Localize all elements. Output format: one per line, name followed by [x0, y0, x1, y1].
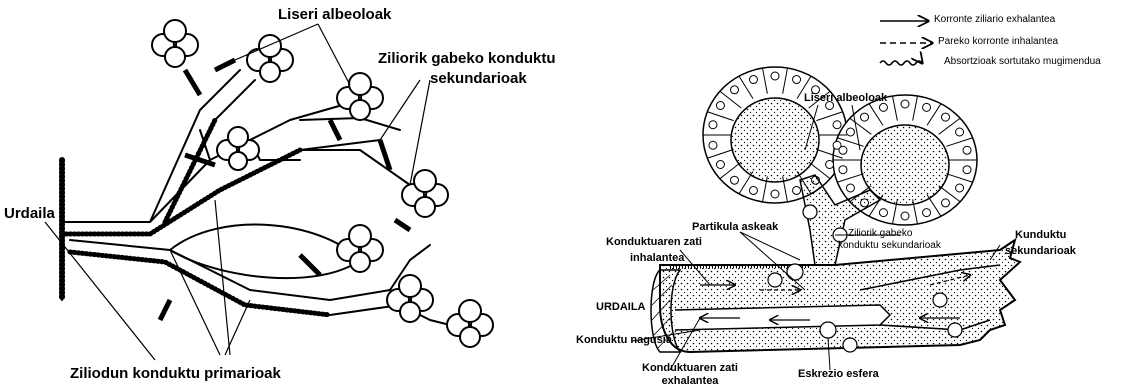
- cell-nucleus: [879, 209, 887, 217]
- cell-nucleus: [826, 161, 834, 169]
- label-urdaila-left: Urdaila: [4, 205, 55, 222]
- label-partikula-askeak: Partikula askeak: [692, 221, 778, 233]
- cell-nucleus: [879, 103, 887, 111]
- alveoli-cluster: [217, 127, 259, 170]
- cell-nucleus: [901, 100, 909, 108]
- cell-nucleus: [839, 166, 847, 174]
- cell-nucleus: [861, 113, 869, 121]
- label-liseri-albeoloak-left: Liseri albeoloak: [278, 6, 391, 23]
- cell-nucleus: [771, 190, 779, 198]
- legend-label-wavy: Absortzioak sortutako mugimendua: [944, 56, 1101, 67]
- label-exhalantea: Konduktuaren zati exhalantea: [635, 362, 745, 388]
- cell-nucleus: [793, 76, 801, 84]
- label-exhalantea-line1: Konduktuaren zati: [635, 362, 745, 375]
- left-diagram-panel: Liseri albeoloak Ziliorik gabeko kondukt…: [0, 0, 560, 387]
- cell-nucleus: [963, 146, 971, 154]
- alveoli-cluster: [337, 73, 383, 120]
- cell-nucleus: [901, 212, 909, 220]
- label-ziliorik-line2-right: konduktu sekundarioak: [838, 240, 941, 251]
- cell-nucleus: [709, 141, 717, 149]
- cell-nucleus: [956, 128, 964, 136]
- cell-nucleus: [941, 113, 949, 121]
- cell-nucleus: [963, 166, 971, 174]
- cell-nucleus: [941, 199, 949, 207]
- main-duct: [660, 240, 1020, 352]
- cell-nucleus: [716, 102, 724, 110]
- label-eskrezio-esfera: Eskrezio esfera: [798, 368, 879, 380]
- excretion-sphere: [820, 322, 836, 338]
- alveoli-cluster: [387, 275, 433, 322]
- alveoli-cluster: [402, 170, 448, 217]
- cell-nucleus: [839, 146, 847, 154]
- cell-nucleus: [833, 121, 841, 129]
- cell-nucleus: [731, 176, 739, 184]
- cell-nucleus: [846, 184, 854, 192]
- cell-nucleus: [749, 186, 757, 194]
- cell-nucleus: [731, 86, 739, 94]
- alveoli-cluster: [247, 35, 293, 82]
- label-liseri-albeoloak-right: Liseri albeoloak: [804, 92, 887, 104]
- cell-nucleus: [956, 184, 964, 192]
- label-ziliorik-line1-left: Ziliorik gabeko konduktu: [378, 50, 556, 67]
- primary-duct: [62, 100, 360, 222]
- cell-nucleus: [923, 103, 931, 111]
- label-ziliodun-konduktu: Ziliodun konduktu primarioak: [70, 365, 281, 382]
- cell-nucleus: [923, 209, 931, 217]
- label-exhalantea-line2: exhalantea: [635, 375, 745, 388]
- label-konduktu-nagusia: Konduktu nagusia: [576, 334, 672, 346]
- cell-nucleus: [771, 72, 779, 80]
- legend-label-solid: Korronte ziliario exhalantea: [934, 14, 1055, 25]
- alveoli-cluster: [447, 300, 493, 347]
- alveoli-cluster: [337, 225, 383, 272]
- label-ziliorik-line1-right: Ziliorik gabeko: [848, 228, 912, 239]
- cell-nucleus: [716, 161, 724, 169]
- label-urdaila-right: URDAILA: [596, 301, 646, 313]
- cell-nucleus: [709, 121, 717, 129]
- label-kunduktu-line1: Kunduktu: [1015, 229, 1066, 241]
- legend-wavy-arrow: [880, 61, 922, 65]
- cell-nucleus: [749, 76, 757, 84]
- cell-nucleus: [846, 128, 854, 136]
- label-inhalantea-line2: inhalantea: [630, 252, 684, 264]
- right-diagram-panel: Korronte ziliario exhalantea Pareko korr…: [560, 0, 1121, 387]
- label-ziliorik-line2-left: sekundarioak: [430, 70, 527, 87]
- alveoli-cluster: [152, 20, 198, 67]
- cell-nucleus: [793, 186, 801, 194]
- legend-label-dashed: Pareko korronte inhalantea: [938, 36, 1058, 47]
- label-inhalantea-line1: Konduktuaren zati: [606, 236, 702, 248]
- label-kunduktu-line2: sekundarioak: [1005, 245, 1076, 257]
